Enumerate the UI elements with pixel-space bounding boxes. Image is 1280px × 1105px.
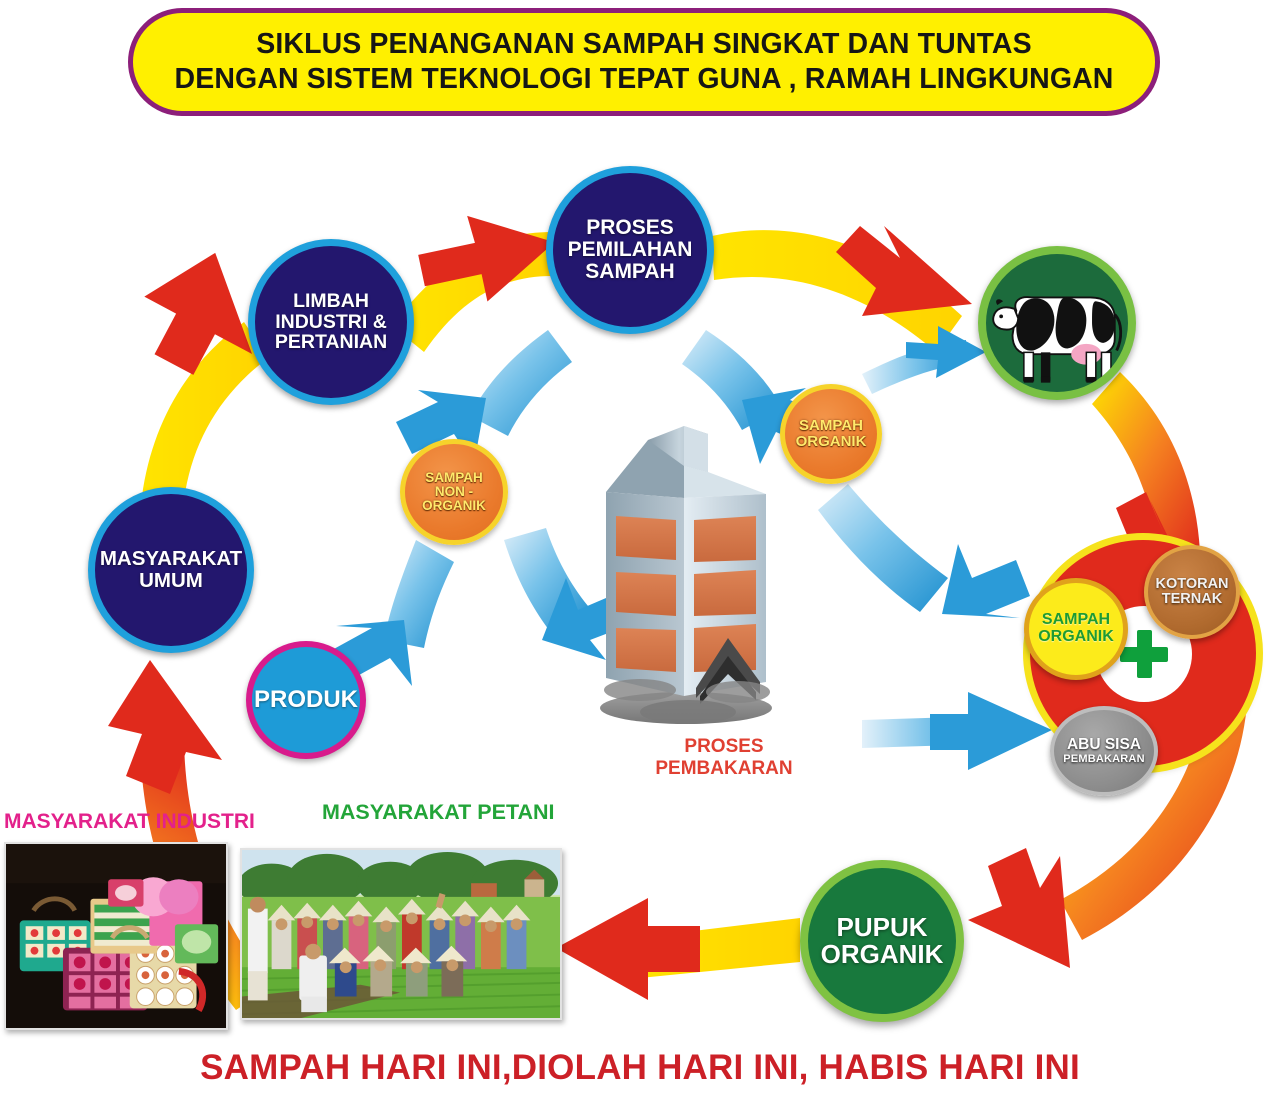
title-banner: SIKLUS PENANGANAN SAMPAH SINGKAT DAN TUN… xyxy=(128,8,1160,116)
arrow-organik-to-ternak xyxy=(862,326,986,394)
arrow-limbah-to-pemilahan xyxy=(392,215,555,352)
node-sampah-organik-top-label: SAMPAH ORGANIK xyxy=(795,417,867,450)
footer-caption: SAMPAH HARI INI,DIOLAH HARI INI, HABIS H… xyxy=(200,1048,1080,1087)
incinerator-icon xyxy=(588,420,784,730)
node-abu-sisa-label: ABU SISA xyxy=(1066,735,1142,753)
title-line-1: SIKLUS PENANGANAN SAMPAH SINGKAT DAN TUN… xyxy=(256,28,1032,61)
arrow-pemilahan-to-ternak xyxy=(712,226,972,352)
node-ternak-sapi[interactable] xyxy=(978,246,1136,400)
label-masyarakat-petani: MASYARAKAT PETANI xyxy=(322,800,555,824)
arrow-incinerator-to-abu xyxy=(862,692,1052,770)
node-pupuk-organik-label: PUPUK ORGANIK xyxy=(820,911,944,969)
label-proses-pembakaran-line1: PROSES xyxy=(684,736,764,757)
plus-icon xyxy=(1120,630,1168,678)
arrow-pupuk-to-petani xyxy=(556,898,800,1000)
node-limbah-label: LIMBAH INDUSTRI & PERTANIAN xyxy=(274,290,388,354)
arrow-masyarakat-to-limbah xyxy=(142,252,268,500)
label-proses-pembakaran-line2: PEMBAKARAN xyxy=(655,758,793,780)
arrow-mixer-to-pupuk xyxy=(968,690,1248,968)
node-abu-sisa-sublabel: PEMBAKARAN xyxy=(1063,752,1145,765)
arrow-organik-to-mixer xyxy=(818,484,1030,618)
node-proses-pemilahan-label: PROSES PEMILAHAN SAMPAH xyxy=(567,215,693,284)
node-abu-sisa-wrapper: ABU SISA PEMBAKARAN xyxy=(1063,720,1144,781)
node-masyarakat-umum[interactable]: MASYARAKAT UMUM xyxy=(88,487,254,653)
node-proses-pemilahan-sampah[interactable]: PROSES PEMILAHAN SAMPAH xyxy=(546,166,714,334)
node-produk-label: PRODUK xyxy=(253,686,358,714)
cow-icon xyxy=(992,296,1123,383)
node-abu-sisa-pembakaran[interactable]: ABU SISA PEMBAKARAN xyxy=(1050,706,1158,796)
node-produk[interactable]: PRODUK xyxy=(246,641,366,759)
node-pupuk-organik[interactable]: PUPUK ORGANIK xyxy=(800,860,964,1022)
node-sampah-organik-mixer[interactable]: SAMPAH ORGANIK xyxy=(1024,578,1128,680)
node-masyarakat-umum-label: MASYARAKAT UMUM xyxy=(99,547,243,592)
photo-masyarakat-industri xyxy=(4,842,228,1030)
node-limbah-industri-pertanian[interactable]: LIMBAH INDUSTRI & PERTANIAN xyxy=(248,239,414,405)
node-kotoran-ternak[interactable]: KOTORAN TERNAK xyxy=(1144,545,1240,639)
node-sampah-organik-mixer-label: SAMPAH ORGANIK xyxy=(1038,611,1114,645)
node-kotoran-ternak-label: KOTORAN TERNAK xyxy=(1155,575,1229,607)
label-masyarakat-industri: MASYARAKAT INDUSTRI xyxy=(4,810,255,833)
photo-masyarakat-petani xyxy=(240,848,562,1020)
title-line-2: DENGAN SISTEM TEKNOLOGI TEPAT GUNA , RAM… xyxy=(174,63,1114,95)
node-sampah-organik-top[interactable]: SAMPAH ORGANIK xyxy=(780,384,882,484)
node-sampah-non-organik-label: SAMPAH NON - ORGANIK xyxy=(422,469,486,514)
node-sampah-non-organik[interactable]: SAMPAH NON - ORGANIK xyxy=(400,439,508,545)
label-proses-pembakaran: PROSES PEMBAKARAN xyxy=(655,736,792,780)
